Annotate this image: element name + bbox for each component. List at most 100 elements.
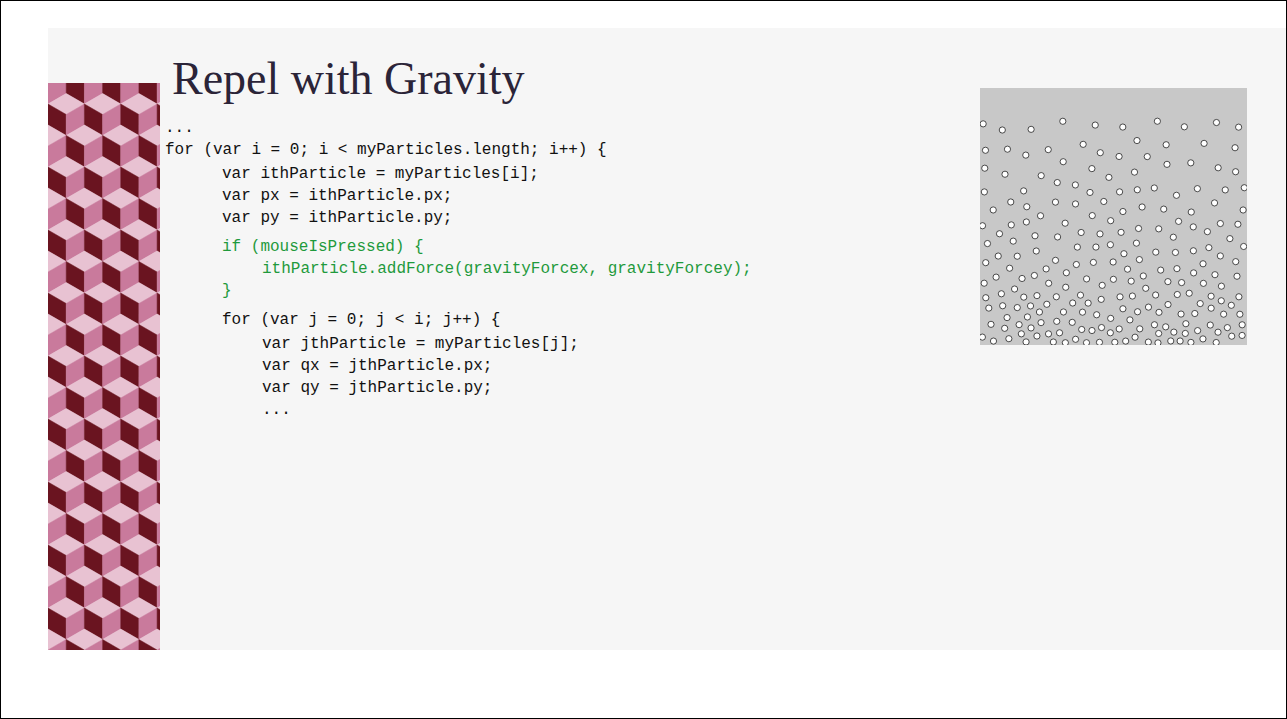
particle: [1156, 309, 1162, 315]
particle: [1107, 330, 1113, 336]
particle: [1229, 333, 1235, 339]
particle: [1131, 169, 1137, 175]
particle: [1134, 187, 1140, 193]
particle: [1094, 312, 1100, 318]
particle: [1190, 224, 1196, 230]
particle: [1211, 200, 1217, 206]
particle: [1110, 276, 1116, 282]
particle: [1175, 218, 1181, 224]
particle: [980, 121, 986, 127]
particle: [1063, 270, 1069, 276]
particle: [1089, 212, 1095, 218]
particle: [1222, 187, 1228, 193]
cube-face: [139, 640, 157, 651]
particle: [1087, 189, 1093, 195]
particle: [1123, 338, 1129, 344]
particle: [1192, 310, 1198, 316]
particle: [1019, 275, 1025, 281]
particle: [1145, 339, 1151, 345]
particle: [1134, 137, 1140, 143]
particle: [1096, 339, 1102, 345]
particle: [1056, 330, 1062, 336]
cube-face: [157, 262, 160, 294]
particle: [1110, 259, 1116, 265]
particle: [988, 321, 994, 327]
particle: [1170, 234, 1176, 240]
particle: [1183, 321, 1189, 327]
particle: [1043, 266, 1049, 272]
particle: [1239, 322, 1245, 328]
particle: [1046, 280, 1052, 286]
particle: [1054, 234, 1060, 240]
cube-face: [66, 640, 84, 651]
particle: [1200, 280, 1206, 286]
particle: [1037, 213, 1043, 219]
particle: [1165, 301, 1171, 307]
particle: [1128, 278, 1134, 284]
particle: [1060, 309, 1066, 315]
code-line: var py = ithParticle.py;: [222, 208, 452, 228]
particle: [1006, 336, 1012, 342]
particle: [1174, 266, 1180, 272]
particle: [1089, 327, 1095, 333]
particle: [1033, 248, 1039, 254]
cube-face: [157, 577, 160, 609]
particle: [1007, 265, 1013, 271]
particle: [1112, 339, 1118, 345]
particle: [1213, 339, 1219, 345]
particle: [1213, 119, 1219, 125]
particle: [1108, 218, 1114, 224]
particle: [1232, 145, 1238, 151]
cube-face: [157, 640, 160, 651]
code-line: ...: [262, 400, 291, 420]
particle: [1038, 173, 1044, 179]
particle: [1023, 339, 1029, 345]
particle: [1241, 185, 1247, 191]
particle: [1236, 124, 1242, 130]
cube-face: [157, 451, 160, 483]
particle: [1179, 279, 1185, 285]
particle: [1153, 249, 1159, 255]
particle: [1053, 294, 1059, 300]
particle: [1154, 118, 1160, 124]
code-line: }: [222, 281, 232, 301]
cube-face: [157, 325, 160, 357]
particle: [1052, 199, 1058, 205]
particle: [1212, 272, 1218, 278]
particle: [1014, 253, 1020, 259]
particle: [982, 147, 988, 153]
code-line: for (var i = 0; i < myParticles.length; …: [165, 140, 607, 160]
particle: [1044, 301, 1050, 307]
particle: [1206, 245, 1212, 251]
particle: [986, 305, 992, 311]
particle: [1116, 189, 1122, 195]
particle: [1188, 339, 1194, 345]
particle: [1108, 315, 1114, 321]
particle: [1024, 314, 1030, 320]
particle: [1218, 283, 1224, 289]
particle: [1151, 322, 1157, 328]
particle: [1034, 333, 1040, 339]
particle: [1002, 325, 1008, 331]
particle: [1120, 208, 1126, 214]
particle: [1089, 166, 1095, 172]
particle: [1129, 293, 1135, 299]
particle: [1194, 186, 1200, 192]
particle: [1054, 179, 1060, 185]
particle: [1208, 305, 1214, 311]
particle: [982, 165, 988, 171]
particle: [1045, 147, 1051, 153]
particle: [1107, 242, 1113, 248]
code-line: if (mouseIsPressed) {: [222, 237, 424, 257]
particle: [1144, 154, 1150, 160]
particle: [1083, 276, 1089, 282]
particle: [1235, 221, 1241, 227]
particle: [1120, 124, 1126, 130]
particle: [1143, 285, 1149, 291]
particle: [1054, 318, 1060, 324]
particle: [1207, 322, 1213, 328]
particle: [1045, 331, 1051, 337]
cube-face: [157, 199, 160, 231]
